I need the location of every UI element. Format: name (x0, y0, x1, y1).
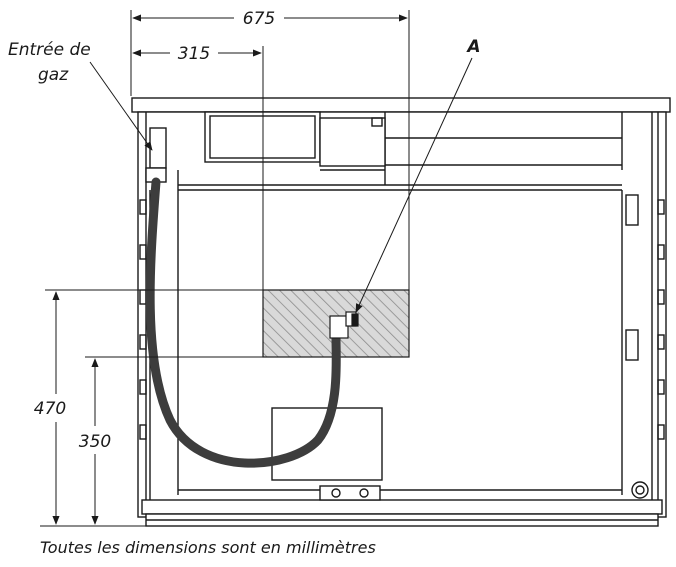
callout-a-label: A (465, 37, 480, 57)
gas-hose (145, 177, 341, 468)
hose-fitting (329, 311, 359, 339)
dimension-zone-bottom-height: 350 (79, 432, 111, 452)
units-caption: Toutes les dimensions sont en millimètre… (40, 538, 376, 557)
dimension-lines (40, 10, 473, 527)
gas-inlet-label-line2: gaz (38, 65, 69, 85)
dimension-zone-top-height: 470 (34, 399, 66, 419)
gas-inlet-label-line1: Entrée de (8, 40, 91, 60)
dimension-overall-width: 675 (243, 9, 275, 29)
dimension-inlet-offset: 315 (178, 44, 210, 64)
